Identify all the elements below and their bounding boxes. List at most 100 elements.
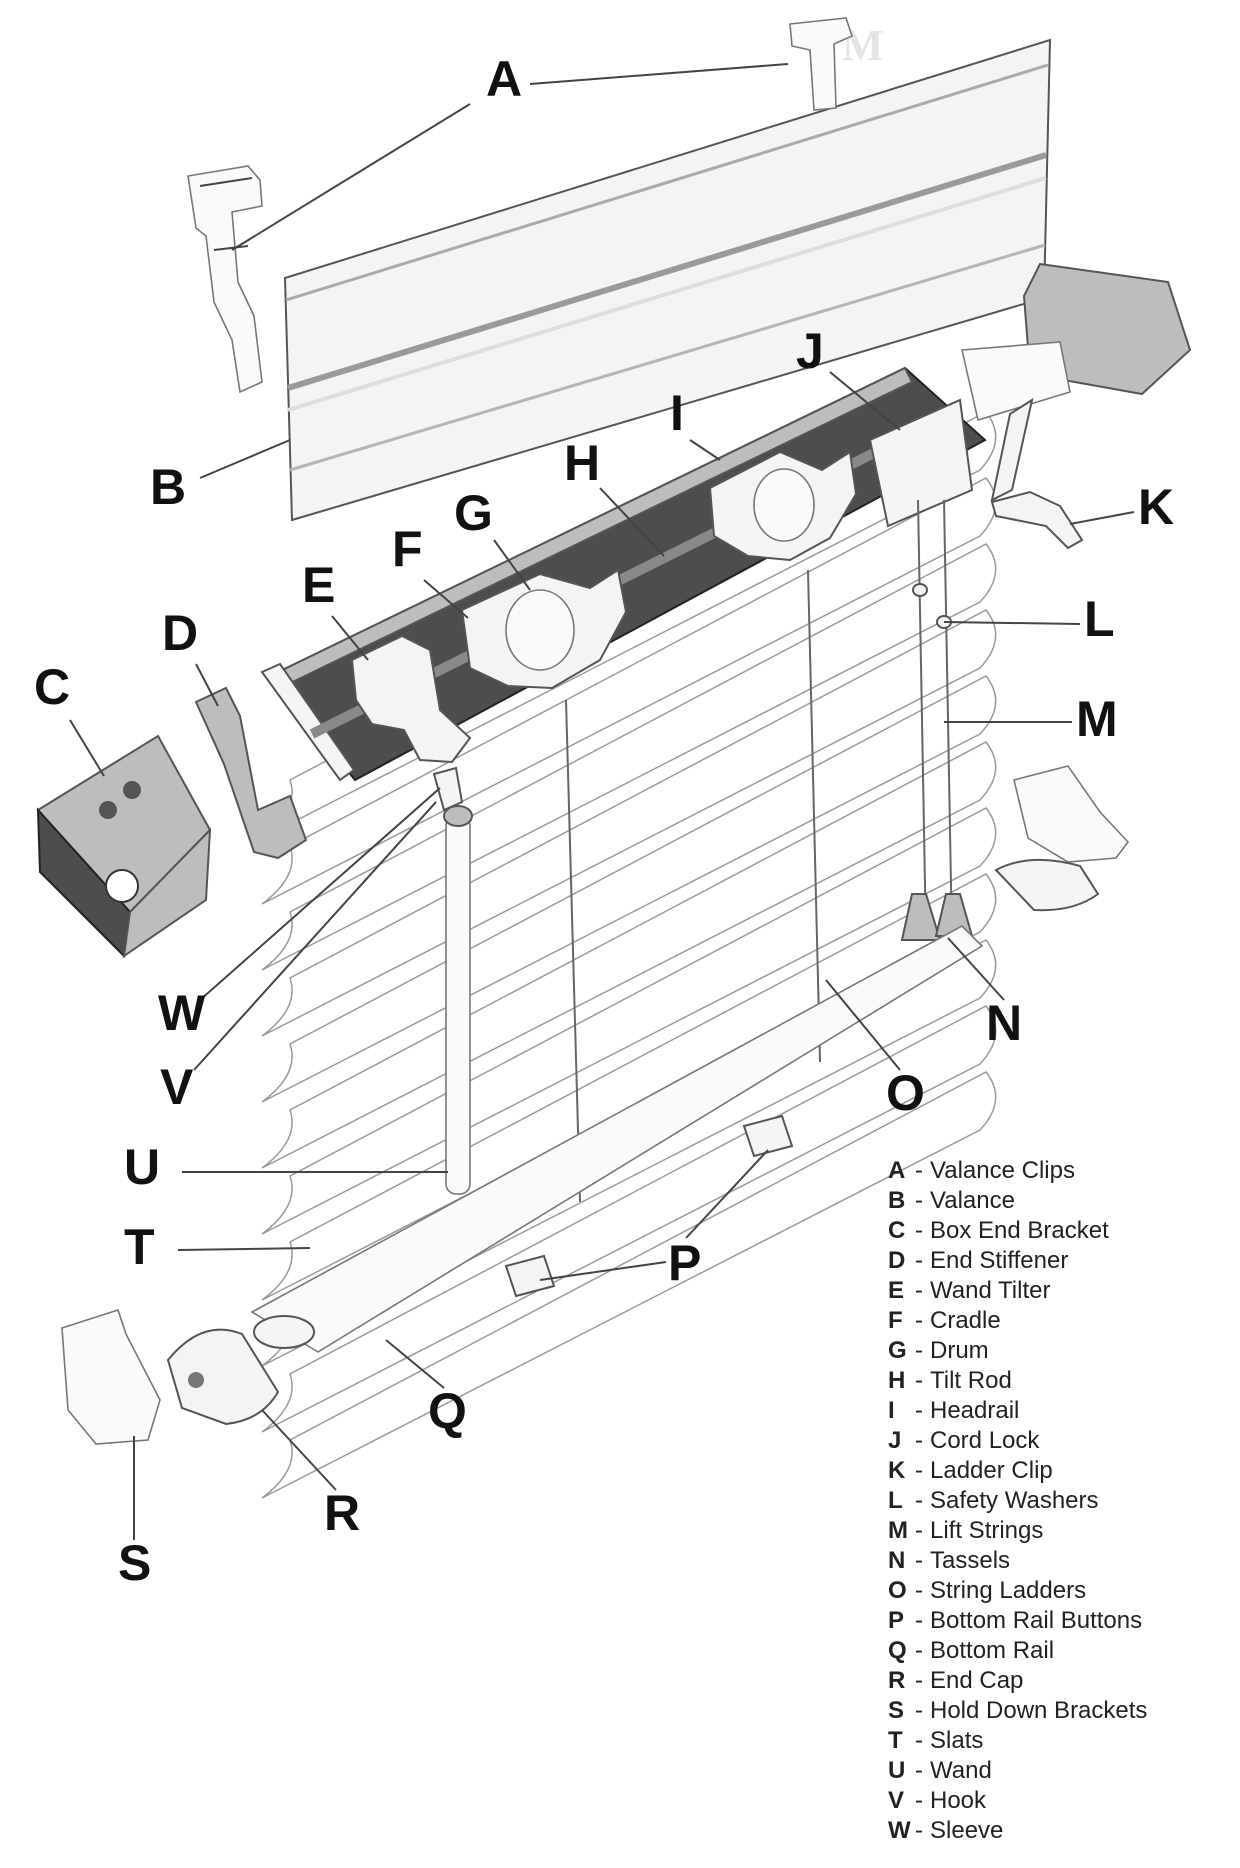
hold-down-bracket-right bbox=[994, 765, 1130, 912]
callout-s: S bbox=[118, 1535, 151, 1591]
legend-item-r: R-End Cap bbox=[888, 1666, 1228, 1696]
legend-part-name: Wand Tilter bbox=[930, 1277, 1051, 1304]
callout-b: B bbox=[150, 459, 186, 515]
legend-part-name: End Stiffener bbox=[930, 1247, 1069, 1274]
callout-p: P bbox=[668, 1235, 701, 1291]
leader-line-k bbox=[1069, 511, 1135, 525]
legend-separator: - bbox=[915, 1187, 923, 1214]
leader-line-f bbox=[423, 579, 469, 619]
legend-separator: - bbox=[915, 1337, 923, 1364]
legend-letter: R bbox=[888, 1667, 906, 1694]
end-stiffener-part bbox=[194, 686, 308, 860]
legend-letter: A bbox=[888, 1157, 906, 1184]
leader-line-d bbox=[195, 663, 219, 707]
leader-line-a bbox=[529, 63, 789, 85]
legend-part-name: Cradle bbox=[930, 1307, 1001, 1334]
callout-leaders bbox=[69, 63, 1135, 1540]
legend-part-name: Bottom Rail Buttons bbox=[930, 1607, 1143, 1634]
leader-line-o bbox=[825, 979, 901, 1071]
legend-part-name: Tassels bbox=[930, 1547, 1011, 1574]
legend-letter: O bbox=[888, 1577, 907, 1604]
box-end-bracket-right bbox=[961, 262, 1192, 502]
legend-separator: - bbox=[915, 1577, 923, 1604]
leader-line-l bbox=[943, 621, 1081, 625]
legend-letter: V bbox=[888, 1787, 905, 1814]
valance-clip-left bbox=[187, 165, 263, 394]
legend-item-b: B-Valance bbox=[888, 1186, 1228, 1216]
leader-line-q bbox=[385, 1339, 445, 1389]
callout-n: N bbox=[986, 995, 1022, 1051]
legend-item-k: K-Ladder Clip bbox=[888, 1456, 1228, 1486]
legend-item-g: G-Drum bbox=[888, 1336, 1228, 1366]
callout-h: H bbox=[564, 435, 600, 491]
legend-item-c: C-Box End Bracket bbox=[888, 1216, 1228, 1246]
legend-letter: E bbox=[888, 1277, 905, 1304]
legend-letter: P bbox=[888, 1607, 905, 1634]
legend-separator: - bbox=[915, 1517, 923, 1544]
legend-part-name: Hook bbox=[930, 1787, 987, 1814]
legend-separator: - bbox=[915, 1397, 923, 1424]
legend-part-name: Wand bbox=[930, 1757, 992, 1784]
hook-sleeve-part bbox=[432, 766, 473, 827]
slat bbox=[261, 1005, 997, 1433]
legend-part-name: Safety Washers bbox=[930, 1487, 1099, 1514]
legend-separator: - bbox=[915, 1307, 923, 1334]
wand-part bbox=[445, 815, 471, 1195]
legend-letter: B bbox=[888, 1187, 906, 1214]
legend-separator: - bbox=[915, 1637, 923, 1664]
leader-line-i bbox=[689, 439, 721, 461]
legend-item-u: U-Wand bbox=[888, 1756, 1228, 1786]
legend-separator: - bbox=[915, 1487, 923, 1514]
legend-letter: U bbox=[888, 1757, 906, 1784]
callout-j: J bbox=[796, 323, 824, 379]
legend-separator: - bbox=[915, 1547, 923, 1574]
legend-part-name: Lift Strings bbox=[930, 1517, 1044, 1544]
cord-lock-part bbox=[868, 398, 974, 528]
legend-part-name: Drum bbox=[930, 1337, 989, 1364]
legend-item-e: E-Wand Tilter bbox=[888, 1276, 1228, 1306]
callout-u: U bbox=[124, 1139, 160, 1195]
cradle-drum-left bbox=[460, 568, 628, 690]
end-cap-part bbox=[166, 1328, 280, 1426]
cradle-drum-right bbox=[708, 450, 858, 562]
leader-line-t bbox=[177, 1247, 311, 1251]
legend-letter: D bbox=[888, 1247, 906, 1274]
legend-item-t: T-Slats bbox=[888, 1726, 1228, 1756]
callout-q: Q bbox=[428, 1383, 467, 1439]
legend-item-a: A-Valance Clips bbox=[888, 1156, 1228, 1186]
leader-line-v bbox=[193, 801, 437, 1071]
legend-letter: F bbox=[888, 1307, 903, 1334]
legend-part-name: Hold Down Brackets bbox=[930, 1697, 1148, 1724]
legend-letter: T bbox=[888, 1727, 903, 1754]
legend-letter: I bbox=[888, 1397, 895, 1424]
tassels-part bbox=[900, 893, 974, 941]
legend-letter: N bbox=[888, 1547, 906, 1574]
leader-line-b bbox=[199, 439, 291, 479]
ladder-clip-part bbox=[990, 490, 1084, 550]
callout-i: I bbox=[670, 385, 684, 441]
legend-item-i: I-Headrail bbox=[888, 1396, 1228, 1426]
leader-line-r bbox=[261, 1409, 337, 1491]
legend-separator: - bbox=[915, 1757, 923, 1784]
legend-item-q: Q-Bottom Rail bbox=[888, 1636, 1228, 1666]
legend-part-name: Ladder Clip bbox=[930, 1457, 1053, 1484]
callout-v: V bbox=[160, 1059, 194, 1115]
legend-separator: - bbox=[915, 1247, 923, 1274]
legend-separator: - bbox=[915, 1697, 923, 1724]
legend-letter: J bbox=[888, 1427, 902, 1454]
legend-item-d: D-End Stiffener bbox=[888, 1246, 1228, 1276]
leader-line-g bbox=[493, 539, 531, 591]
legend-item-p: P-Bottom Rail Buttons bbox=[888, 1606, 1228, 1636]
callout-m: M bbox=[1076, 691, 1118, 747]
legend-item-m: M-Lift Strings bbox=[888, 1516, 1228, 1546]
legend-letter: L bbox=[888, 1487, 903, 1514]
callout-a: A bbox=[486, 51, 522, 107]
wand-tilter-part bbox=[350, 634, 472, 764]
slat bbox=[261, 873, 997, 1301]
legend-letter: H bbox=[888, 1367, 906, 1394]
slat bbox=[261, 1071, 997, 1499]
legend-letter: Q bbox=[888, 1637, 907, 1664]
callout-e: E bbox=[302, 557, 335, 613]
callout-w: W bbox=[158, 985, 206, 1041]
